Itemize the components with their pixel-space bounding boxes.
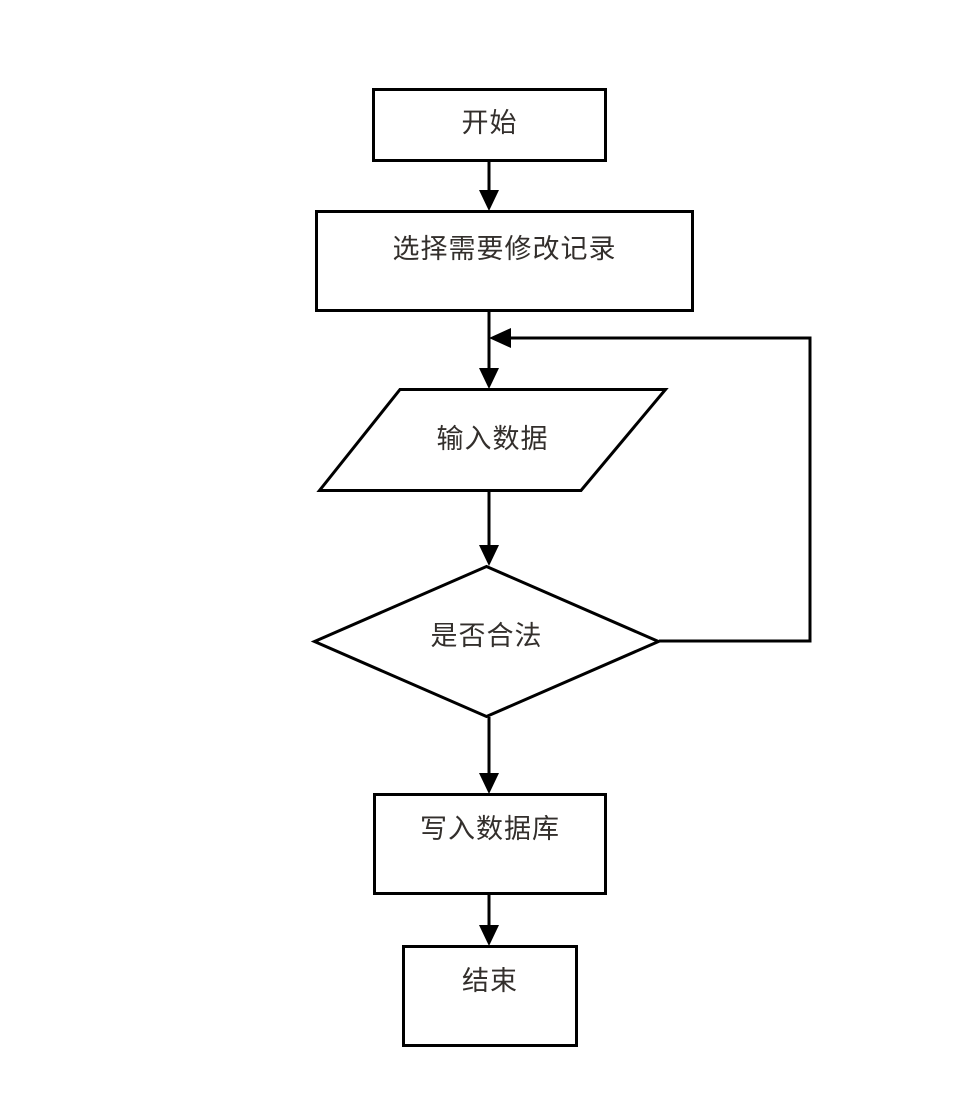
edge-input-to-valid-arrowhead — [479, 545, 499, 566]
edge-write-to-end-arrowhead — [479, 925, 499, 946]
node-write-db-shape[interactable] — [373, 793, 607, 895]
node-select-record-label: 选择需要修改记录 — [392, 234, 617, 265]
edge-valid-feedback-loop-line — [503, 336, 812, 643]
node-select-record-shape[interactable] — [315, 210, 694, 312]
edge-valid-feedback-arrowhead — [489, 328, 511, 348]
node-end-shape[interactable] — [402, 945, 578, 1047]
edge-valid-to-write-arrowhead — [479, 773, 499, 794]
node-input-data-shape[interactable] — [316, 388, 669, 492]
node-start-shape[interactable] — [372, 88, 607, 162]
node-input-data-label: 输入数据 — [436, 424, 549, 455]
node-start-label: 开始 — [461, 108, 518, 139]
node-is-valid-label: 是否合法 — [430, 621, 543, 652]
edge-select-to-input-arrowhead — [479, 368, 499, 389]
node-end-label: 结束 — [462, 966, 518, 997]
node-write-db-label: 写入数据库 — [420, 814, 560, 845]
node-is-valid-shape[interactable] — [310, 564, 663, 719]
edge-start-to-select-arrowhead — [479, 190, 499, 211]
